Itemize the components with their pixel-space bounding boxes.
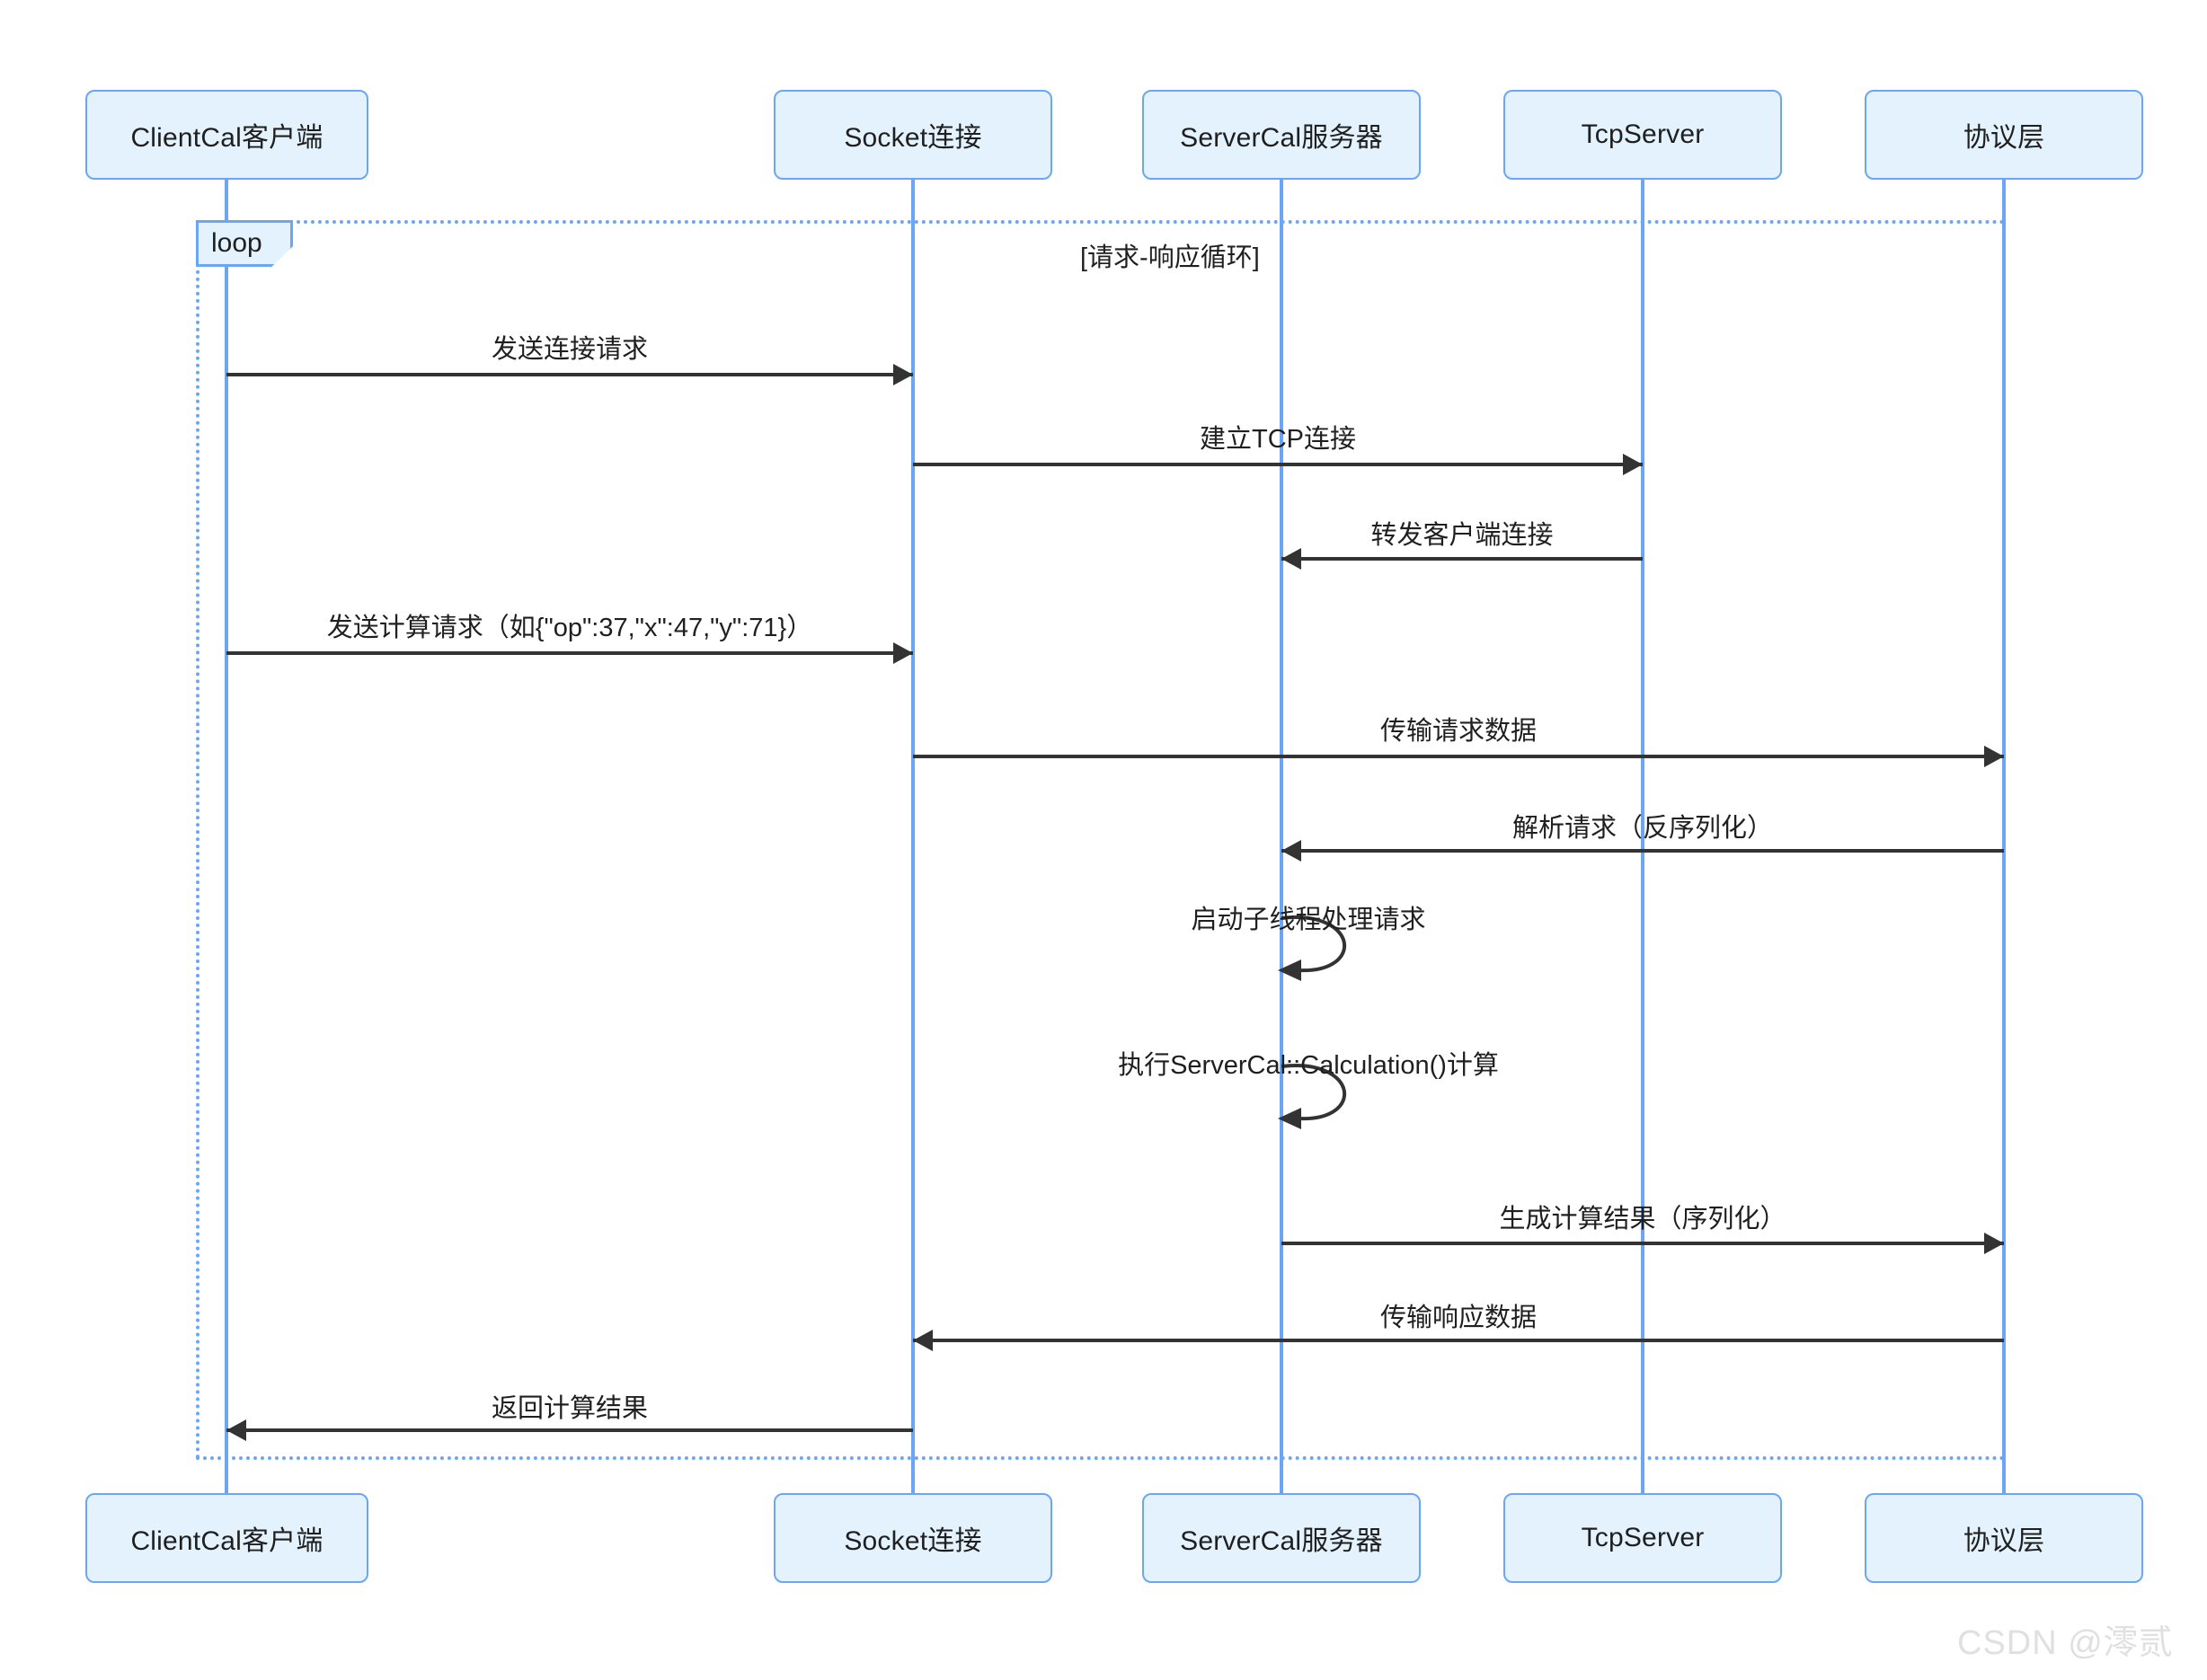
participant-label: ServerCal服务器 bbox=[1180, 1526, 1383, 1556]
message-arrowhead-5 bbox=[1984, 746, 2004, 767]
participant-bottom-client[interactable]: ClientCal客户端 bbox=[85, 1493, 368, 1583]
message-line-4 bbox=[226, 651, 913, 655]
participant-bottom-server[interactable]: ServerCal服务器 bbox=[1142, 1493, 1421, 1583]
participant-bottom-socket[interactable]: Socket连接 bbox=[774, 1493, 1052, 1583]
participant-top-protocol[interactable]: 协议层 bbox=[1865, 90, 2143, 180]
message-label-5: 传输请求数据 bbox=[1379, 717, 1538, 746]
participant-label: ClientCal客户端 bbox=[130, 1526, 324, 1556]
participant-label: TcpServer bbox=[1581, 1523, 1705, 1552]
message-arrowhead-4 bbox=[893, 642, 913, 664]
lifeline-server bbox=[1280, 180, 1283, 1493]
participant-label: ServerCal服务器 bbox=[1180, 123, 1383, 153]
participant-top-tcp[interactable]: TcpServer bbox=[1503, 90, 1782, 180]
message-label-3: 转发客户端连接 bbox=[1370, 521, 1554, 550]
message-arrowhead-6 bbox=[1281, 840, 1301, 862]
self-message-loop-8 bbox=[1278, 1064, 1347, 1129]
message-label-4: 发送计算请求（如{"op":37,"x":47,"y":71}） bbox=[326, 614, 813, 642]
message-arrowhead-11 bbox=[226, 1419, 246, 1441]
loop-condition-label: [请求-响应循环] bbox=[1080, 243, 1260, 272]
message-arrowhead-2 bbox=[1623, 454, 1643, 475]
lifeline-client bbox=[225, 180, 228, 1493]
message-label-2: 建立TCP连接 bbox=[1199, 425, 1357, 454]
message-line-5 bbox=[913, 755, 2004, 758]
participant-top-socket[interactable]: Socket连接 bbox=[774, 90, 1052, 180]
participant-top-client[interactable]: ClientCal客户端 bbox=[85, 90, 368, 180]
message-line-6 bbox=[1281, 849, 2004, 853]
message-label-6: 解析请求（反序列化） bbox=[1511, 814, 1774, 843]
message-arrowhead-9 bbox=[1984, 1233, 2004, 1254]
message-label-1: 发送连接请求 bbox=[491, 335, 649, 364]
message-label-10: 传输响应数据 bbox=[1379, 1304, 1538, 1332]
message-line-1 bbox=[226, 373, 913, 376]
loop-tag: loop bbox=[196, 220, 293, 267]
lifeline-socket bbox=[911, 180, 915, 1493]
loop-frame bbox=[196, 220, 2006, 1460]
message-line-2 bbox=[913, 463, 1643, 466]
participant-bottom-protocol[interactable]: 协议层 bbox=[1865, 1493, 2143, 1583]
message-line-11 bbox=[226, 1428, 913, 1432]
participant-label: Socket连接 bbox=[844, 1526, 982, 1556]
message-label-7: 启动子线程处理请求 bbox=[1191, 906, 1426, 934]
self-message-loop-7 bbox=[1278, 915, 1347, 981]
participant-label: 协议层 bbox=[1963, 123, 2045, 153]
message-line-3 bbox=[1281, 557, 1643, 561]
message-line-9 bbox=[1281, 1242, 2004, 1245]
message-arrowhead-10 bbox=[913, 1330, 933, 1351]
participant-label: ClientCal客户端 bbox=[130, 123, 324, 153]
message-label-8: 执行ServerCal::Calculation()计算 bbox=[1118, 1051, 1499, 1080]
message-label-9: 生成计算结果（序列化） bbox=[1499, 1205, 1786, 1233]
message-label-11: 返回计算结果 bbox=[491, 1394, 649, 1423]
message-arrowhead-3 bbox=[1281, 548, 1301, 570]
csdn-watermark: CSDN @澪贰 bbox=[1957, 1624, 2174, 1662]
participant-label: Socket连接 bbox=[844, 123, 982, 153]
message-line-10 bbox=[913, 1339, 2004, 1342]
message-arrowhead-1 bbox=[893, 364, 913, 385]
participant-bottom-tcp[interactable]: TcpServer bbox=[1503, 1493, 1782, 1583]
participant-label: 协议层 bbox=[1963, 1526, 2045, 1556]
participant-top-server[interactable]: ServerCal服务器 bbox=[1142, 90, 1421, 180]
loop-tag-label: loop bbox=[211, 228, 262, 258]
lifeline-tcp bbox=[1641, 180, 1644, 1493]
participant-label: TcpServer bbox=[1581, 119, 1705, 149]
